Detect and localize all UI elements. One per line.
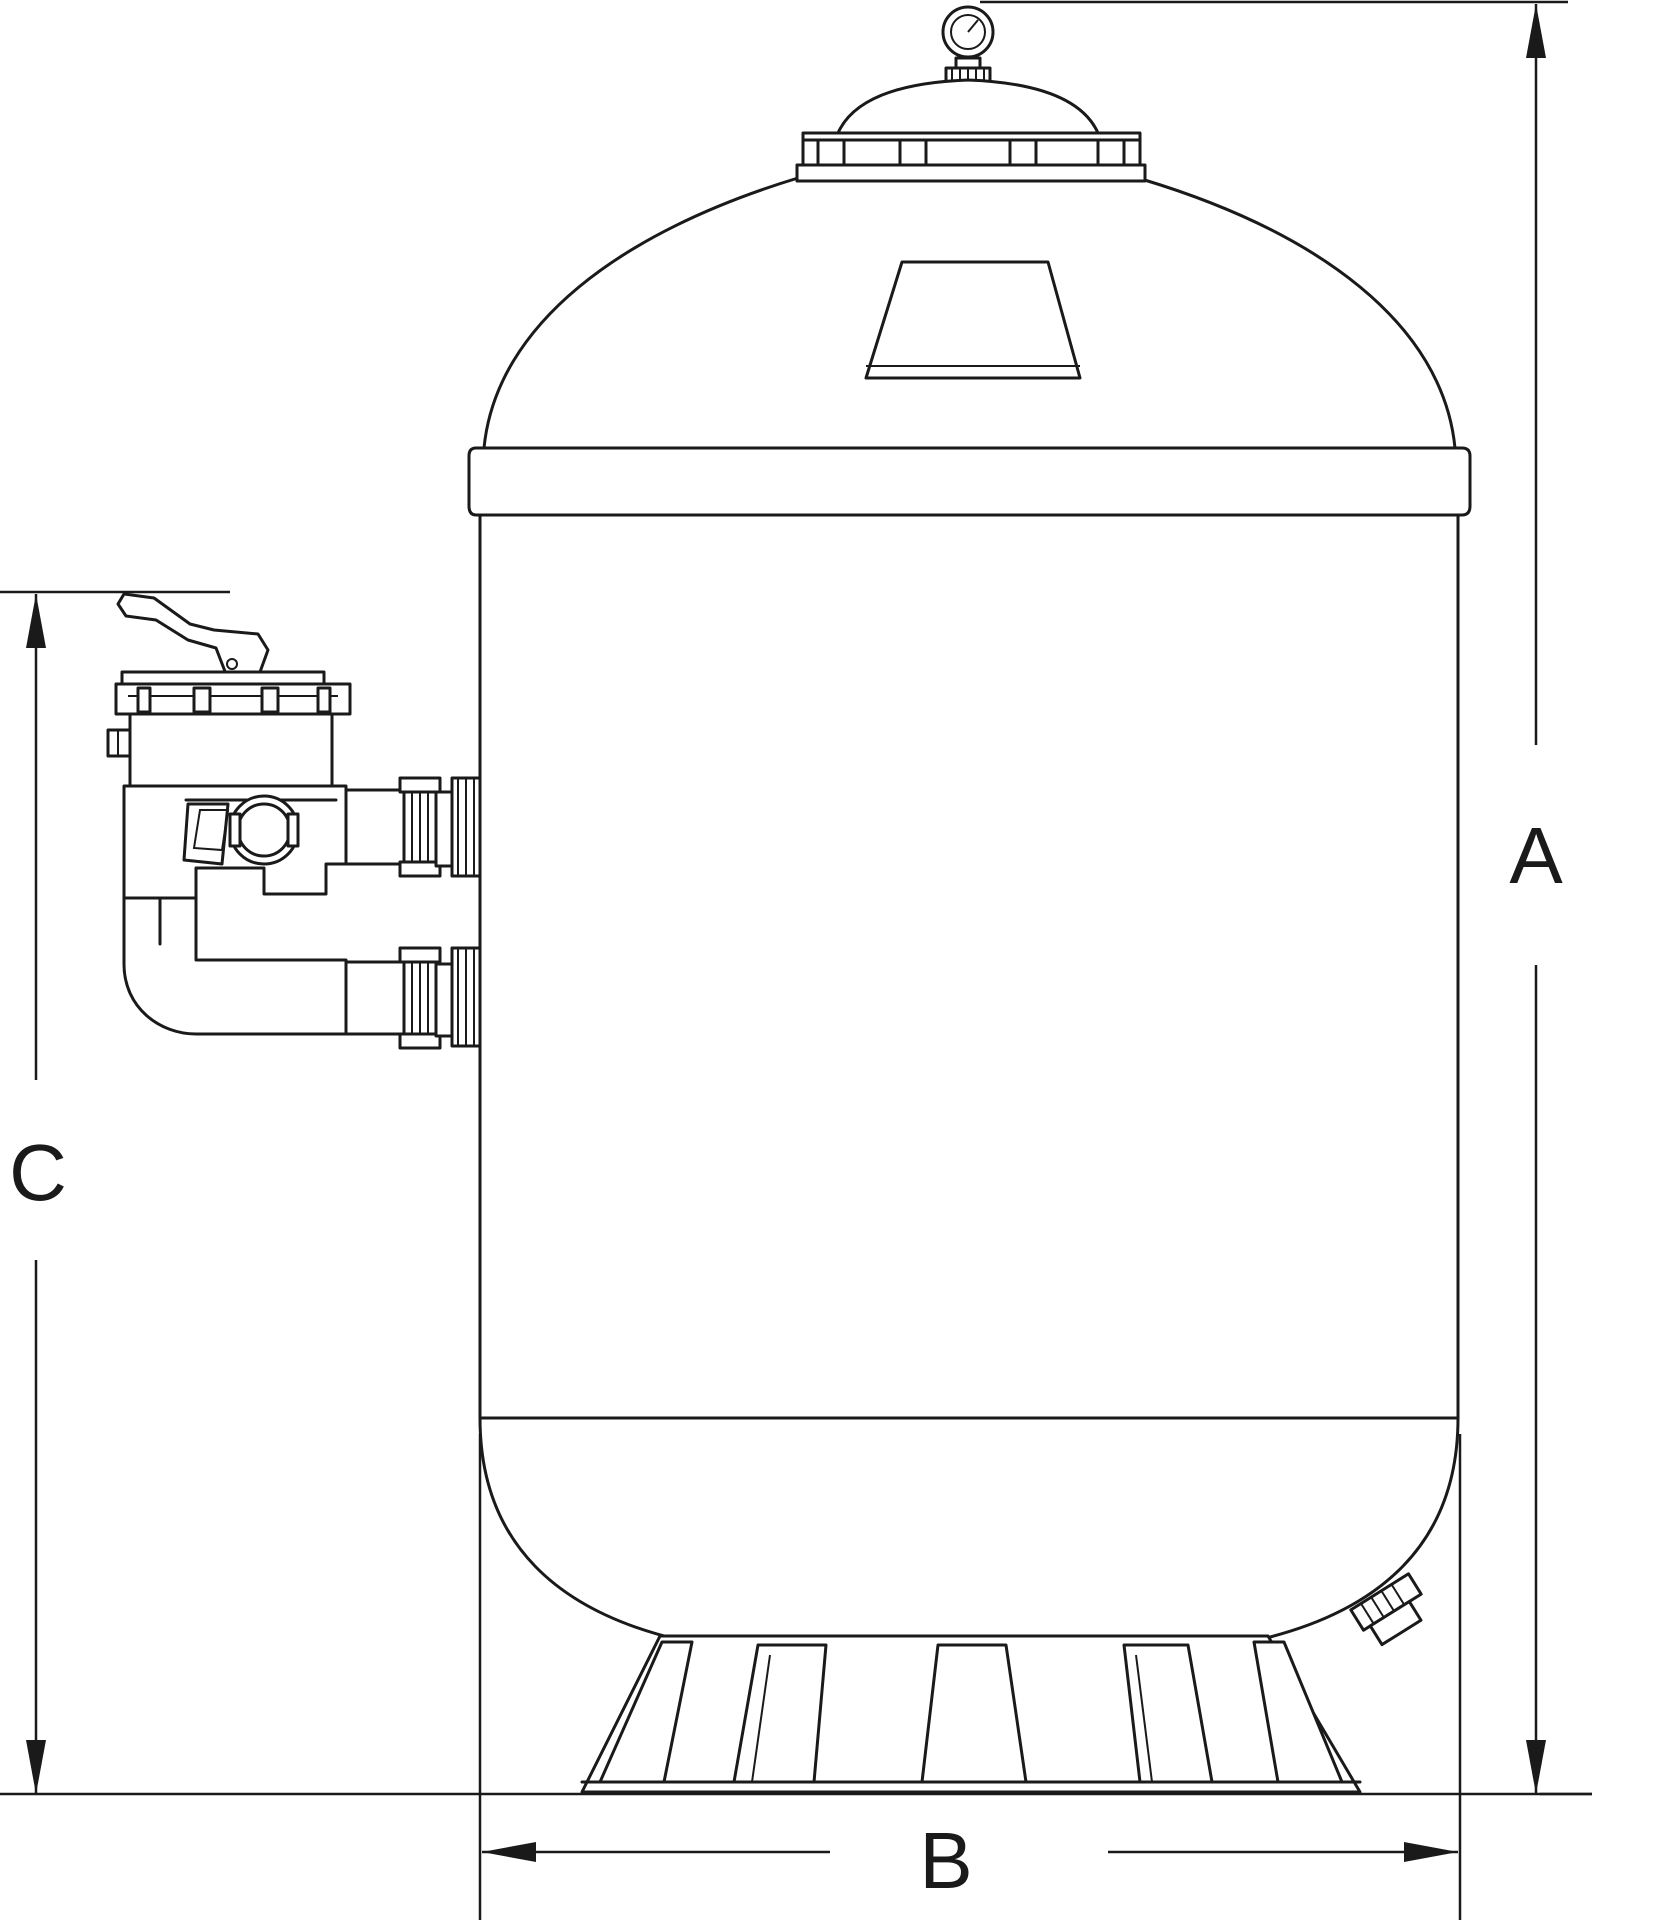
dimension-a: A	[980, 0, 1592, 1796]
dimension-a-label: A	[1509, 811, 1563, 900]
label-plate	[864, 260, 1082, 380]
upper-pipe-union	[344, 776, 482, 878]
equator-flange	[467, 446, 1472, 517]
dimension-c: C	[0, 590, 230, 1794]
dimension-b-left-arrow	[482, 1842, 536, 1862]
dimension-a-top-arrow	[1526, 4, 1546, 58]
pressure-gauge	[941, 5, 995, 86]
lower-pipe-elbow	[122, 896, 482, 1050]
drain-plug	[1349, 1572, 1423, 1647]
dimension-c-bottom-arrow	[26, 1740, 46, 1794]
tank-body	[478, 176, 1460, 1642]
dimension-b: B	[0, 1434, 1592, 1920]
lid-collar	[795, 131, 1147, 183]
multiport-valve	[106, 592, 352, 900]
dimension-b-label: B	[919, 1816, 972, 1905]
dimension-c-label: C	[9, 1128, 67, 1217]
dimension-c-top-arrow	[26, 594, 46, 648]
base-stand	[580, 1634, 1362, 1794]
dome-lid	[836, 78, 1100, 135]
dimension-a-bottom-arrow	[1526, 1740, 1546, 1794]
dimension-b-right-arrow	[1404, 1842, 1458, 1862]
